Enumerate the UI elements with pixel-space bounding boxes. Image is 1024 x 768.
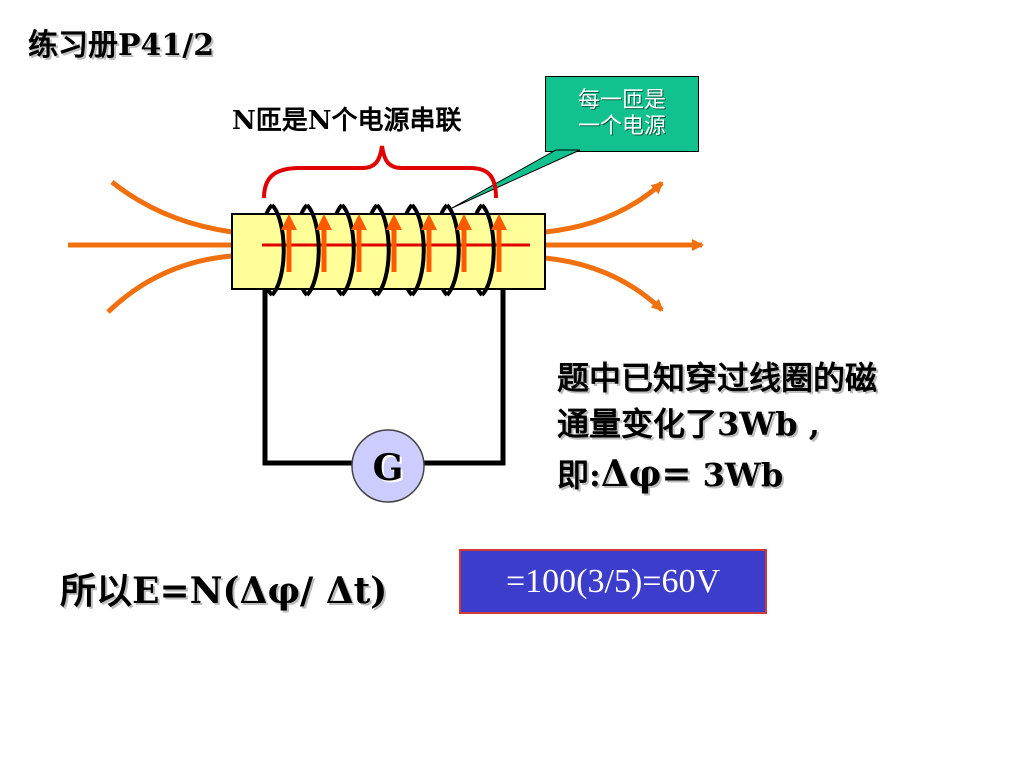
turns-brace bbox=[262, 145, 498, 199]
field-line-lower-right bbox=[544, 255, 664, 312]
given-line-2: 通量变化了3Wb , bbox=[557, 405, 820, 444]
field-line-upper-left bbox=[110, 180, 233, 235]
given-statement: 题中已知穿过线圈的磁 通量变化了3Wb , 即:Δφ= 3Wb bbox=[557, 355, 877, 500]
given-line-3: 即:Δφ= 3Wb bbox=[557, 448, 877, 500]
coil-front-turns bbox=[270, 203, 496, 297]
emf-formula: 所以E=N(Δφ/ Δt) bbox=[60, 570, 388, 612]
series-connection-label: N匝是N个电源串联 bbox=[232, 106, 462, 136]
flux-change-symbol: Δφ= bbox=[600, 452, 692, 495]
page-title: 练习册P41/2 bbox=[28, 28, 215, 63]
emf-arrows bbox=[281, 214, 507, 272]
given-line-1: 题中已知穿过线圈的磁 bbox=[557, 359, 878, 397]
callout-line-1: 每一匝是 bbox=[577, 87, 666, 113]
callout-pointer bbox=[451, 149, 581, 209]
field-line-upper-right bbox=[544, 181, 664, 235]
galvanometer bbox=[351, 429, 425, 503]
galvanometer-label: G bbox=[372, 447, 404, 489]
magnetic-field-lines bbox=[68, 180, 704, 314]
circuit-wires bbox=[262, 289, 506, 466]
given-line-3-prefix: 即: bbox=[557, 455, 601, 494]
callout-line-2: 一个电源 bbox=[577, 114, 666, 139]
flux-change-value: 3Wb bbox=[691, 455, 784, 494]
field-line-lower-left bbox=[106, 253, 233, 314]
turn-source-callout: 每一匝是 一个电源 bbox=[545, 76, 699, 152]
result-text: =100(3/5)=60V bbox=[506, 562, 720, 600]
result-box: =100(3/5)=60V bbox=[459, 549, 767, 614]
